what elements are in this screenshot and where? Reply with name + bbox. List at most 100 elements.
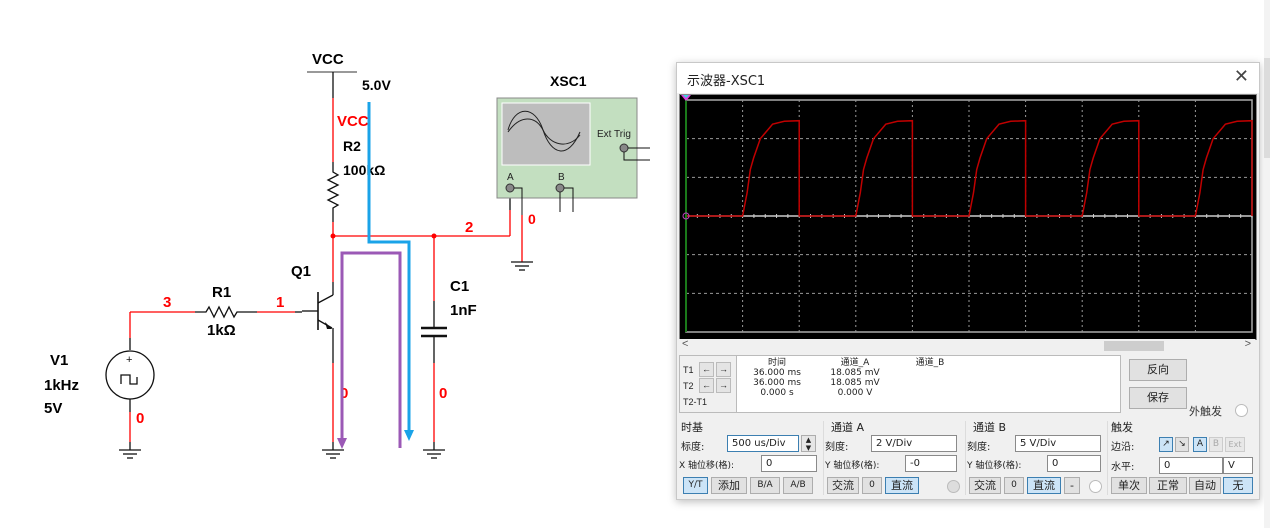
header-time: 时间 [767,358,786,368]
oscilloscope-window: 示波器-XSC1 ✕ < > T1 ← → T2 ← → T2-T1 时间 [676,62,1260,500]
trigger-single-button[interactable]: 单次 [1111,477,1147,494]
channel-b-label: B [558,172,565,183]
channel-a-ypos-input[interactable]: -0 [905,455,957,472]
current-path-blue [367,102,411,432]
arrowhead-icon [337,438,347,449]
c1-value: 1nF [450,302,477,319]
capacitor-c1[interactable] [421,326,447,338]
v1-amp: 5V [44,400,62,417]
t1-right-arrow-icon[interactable]: → [716,362,731,377]
net-label-0-c1: 0 [439,385,447,402]
x-position-label: X 轴位移(格): [679,461,735,471]
channel-a-terminal[interactable] [505,183,515,193]
scroll-left-icon[interactable]: < [682,338,689,350]
channel-a-dc-button[interactable]: 直流 [885,477,919,494]
net-label-1: 1 [276,294,284,311]
t2-right-arrow-icon[interactable]: → [716,378,731,393]
trigger-auto-button[interactable]: 自动 [1189,477,1221,494]
window-title: 示波器-XSC1 [687,74,766,89]
channel-a-radio[interactable] [947,480,960,493]
timebase-title: 时基 [681,421,703,434]
channel-a-title: 通道 A [831,421,865,434]
mode-ab-button[interactable]: A/B [783,477,813,494]
channel-b-scale-input[interactable]: 5 V/Div [1015,435,1101,452]
trigger-normal-button[interactable]: 正常 [1149,477,1187,494]
rising-edge-icon[interactable]: ↗ [1159,437,1173,452]
pulse-source-v1[interactable]: + [105,350,155,400]
t1-channel-a: 18.085 mV [830,368,880,378]
channel-b-zero-button[interactable]: 0 [1004,477,1024,494]
cursor-readout-panel: T1 ← → T2 ← → T2-T1 时间 36.000 ms 36.000 … [679,355,1121,413]
x-position-input[interactable]: 0 [761,455,817,472]
trigger-level-label: 水平: [1111,462,1135,473]
r1-value: 1kΩ [207,322,236,339]
t2-left-arrow-icon[interactable]: ← [699,378,714,393]
close-icon[interactable]: ✕ [1233,66,1249,86]
mode-yt-button[interactable]: Y/T [683,477,708,494]
title-bar[interactable]: 示波器-XSC1 ✕ [677,63,1259,93]
reverse-button[interactable]: 反向 [1129,359,1187,381]
trigger-source-ext-button[interactable]: Ext [1225,437,1245,452]
trigger-level-input[interactable]: 0 [1159,457,1223,474]
scrollbar-thumb[interactable] [1104,341,1164,351]
ext-trig-terminal[interactable] [619,143,629,153]
trigger-source-b-button[interactable]: B [1209,437,1223,452]
trigger-none-button[interactable]: 无 [1223,477,1253,494]
horizontal-scrollbar[interactable]: < > [679,338,1255,353]
channel-a-ypos-label: Y 轴位移(格): [825,461,880,471]
trigger-group: 触发 边沿: ↗ ↘ A B Ext 水平: 0 V 单次 正常 自动 无 [1107,421,1257,495]
channel-b-minus-button[interactable]: - [1064,477,1080,494]
channel-b-title: 通道 B [973,421,1007,434]
channel-a-level-marker [682,212,690,220]
channel-b-group: 通道 B 刻度: 5 V/Div Y 轴位移(格): 0 交流 0 直流 - [965,421,1107,495]
channel-b-radio[interactable] [1089,480,1102,493]
channel-a-ac-button[interactable]: 交流 [827,477,859,494]
t1-label: T1 [683,364,694,375]
trigger-source-a-button[interactable]: A [1193,437,1207,452]
trigger-edge-label: 边沿: [1111,442,1135,453]
scroll-right-icon[interactable]: > [1244,338,1251,350]
falling-edge-icon[interactable]: ↘ [1175,437,1189,452]
save-button[interactable]: 保存 [1129,387,1187,409]
trigger-title: 触发 [1111,421,1133,434]
svg-text:+: + [126,354,132,366]
transistor-q1[interactable] [302,292,334,363]
channel-b-terminal[interactable] [555,183,565,193]
page-scrollbar-thumb[interactable] [1264,58,1270,158]
timebase-spinner[interactable]: ▲▼ [801,435,816,452]
vcc-net-label: VCC [337,113,369,130]
channel-b-ac-button[interactable]: 交流 [969,477,1001,494]
ground-icon [511,261,533,271]
ground-icon [119,442,141,459]
net-label-2: 2 [465,219,473,236]
r2-name: R2 [343,138,361,154]
delta-time: 0.000 s [760,388,794,398]
channel-b-ypos-label: Y 轴位移(格): [967,461,1022,471]
net-label-0-xsc: 0 [528,211,536,227]
ground-icon [322,442,344,459]
oscilloscope-xsc1[interactable] [496,97,638,199]
v1-name: V1 [50,352,68,369]
channel-a-zero-button[interactable]: 0 [862,477,882,494]
xsc1-name: XSC1 [550,73,587,89]
channel-b-scale-label: 刻度: [967,442,991,453]
delta-channel-a: 0.000 V [837,388,873,398]
channel-a-label: A [507,172,514,183]
resistor-r1[interactable] [195,305,257,319]
trigger-level-unit[interactable]: V [1223,457,1253,474]
mode-add-button[interactable]: 添加 [711,477,747,494]
timebase-scale-input[interactable]: 500 us/Div [727,435,799,452]
resistor-r2[interactable] [326,162,340,222]
timebase-scale-label: 标度: [681,442,705,453]
ext-trigger-radio[interactable] [1235,404,1248,417]
circuit-schematic: VCC 5.0V VCC R2 100kΩ 2 Q1 0 3 1 R1 1kΩ [44,51,650,459]
t1-left-arrow-icon[interactable]: ← [699,362,714,377]
channel-b-dc-button[interactable]: 直流 [1027,477,1061,494]
page-vertical-scrollbar[interactable] [1264,0,1270,528]
net-label-0-q1: 0 [340,385,348,402]
mode-ba-button[interactable]: B/A [750,477,780,494]
t2-channel-a: 18.085 mV [830,378,880,388]
channel-a-scale-input[interactable]: 2 V/Div [871,435,957,452]
ext-trigger-label: 外触发 [1189,405,1222,418]
channel-b-ypos-input[interactable]: 0 [1047,455,1101,472]
